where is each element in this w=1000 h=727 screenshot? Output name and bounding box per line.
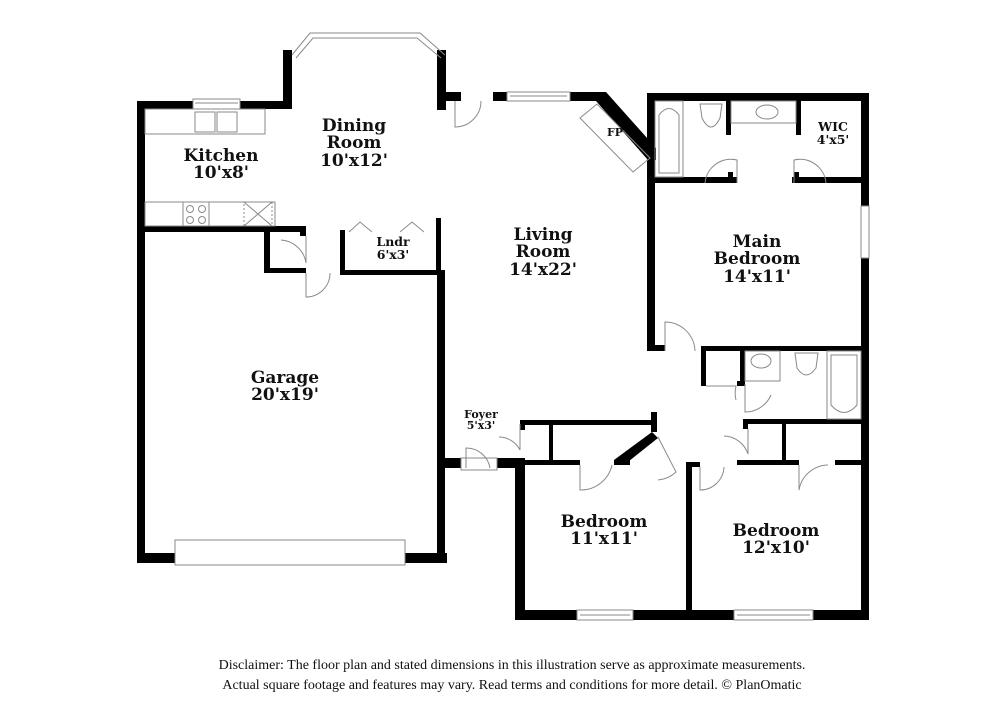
room-size: 14'x11' — [723, 266, 791, 287]
doors — [280, 100, 829, 491]
fireplace-text: FP — [606, 126, 624, 139]
room-size: 4'x5' — [816, 131, 850, 147]
room-size: 20'x19' — [251, 385, 319, 406]
room-size: 5'x3' — [466, 419, 496, 433]
room-name: Garage — [250, 368, 320, 388]
room-name: Room — [326, 133, 382, 154]
room-size: 10'x12' — [320, 150, 388, 171]
room-label-laundry: Lndr 6'x3' — [376, 234, 410, 262]
room-label-wic: WIC 4'x5' — [816, 119, 850, 147]
room-size: 12'x10' — [742, 538, 810, 559]
room-size: 11'x11' — [570, 529, 638, 550]
room-label-bedroom-2: Bedroom 11'x11' — [560, 512, 648, 550]
room-name: WIC — [818, 119, 848, 134]
room-size: 14'x22' — [509, 259, 577, 280]
fixtures — [144, 100, 862, 420]
room-name: Dining — [321, 116, 387, 136]
room-label-garage: Garage 20'x19' — [250, 368, 320, 406]
room-name: Kitchen — [183, 146, 259, 166]
room-name: Foyer — [464, 408, 498, 421]
disclaimer-line-1: Disclaimer: The floor plan and stated di… — [218, 658, 806, 673]
room-label-kitchen: Kitchen 10'x8' — [183, 146, 259, 184]
disclaimer: Disclaimer: The floor plan and stated di… — [0, 656, 1000, 696]
room-name: Living — [513, 225, 573, 245]
room-name: Main — [732, 232, 782, 252]
room-name: Bedroom — [732, 521, 820, 541]
walls — [137, 50, 869, 620]
room-name: Bedroom — [560, 512, 648, 532]
room-label-main-bedroom: Main Bedroom 14'x11' — [713, 232, 801, 287]
windows — [174, 32, 870, 621]
fireplace-label: FP — [607, 127, 623, 138]
room-name: Bedroom — [713, 249, 801, 270]
room-label-living-room: Living Room 14'x22' — [509, 225, 577, 280]
room-name: Room — [515, 242, 571, 263]
room-label-bedroom-3: Bedroom 12'x10' — [732, 521, 820, 559]
room-label-dining-room: Dining Room 10'x12' — [320, 116, 388, 171]
room-label-foyer: Foyer 5'x3' — [464, 408, 498, 433]
room-size: 6'x3' — [376, 246, 410, 262]
room-name: Lndr — [376, 234, 410, 249]
disclaimer-line-2: Actual square footage and features may v… — [222, 678, 802, 693]
room-size: 10'x8' — [192, 163, 250, 184]
